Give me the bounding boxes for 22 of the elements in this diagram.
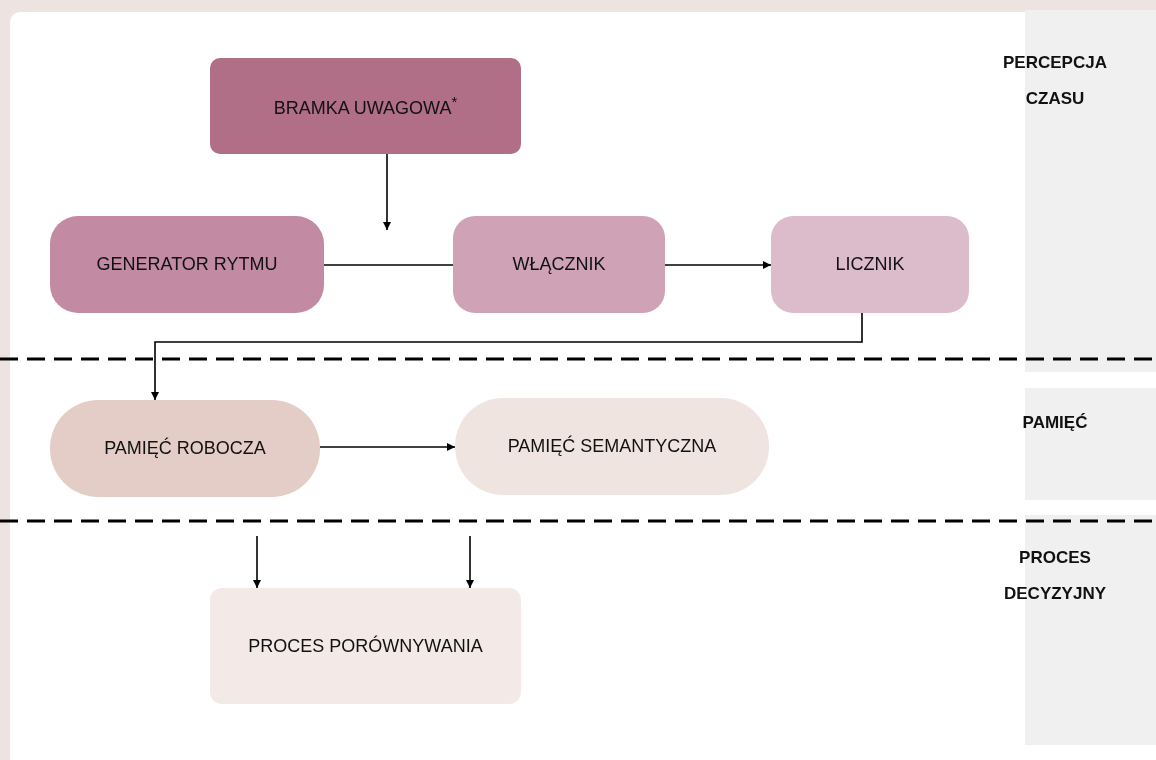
node-label: BRAMKA UWAGOWA$^{*}$ xyxy=(273,93,458,119)
process-box xyxy=(453,216,665,313)
connector-line xyxy=(323,264,454,266)
node-label: PROCES PORÓWNYWANIA xyxy=(248,635,483,657)
node-label: WŁĄCZNIK xyxy=(512,254,606,275)
section-label: PERCEPCJA CZASU xyxy=(1002,52,1108,110)
section-label: PROCES DECYZYJNY xyxy=(1003,547,1107,605)
arrow xyxy=(466,535,474,589)
process-box xyxy=(210,588,521,704)
arrow xyxy=(319,443,456,451)
process-box xyxy=(771,216,969,313)
section-label: PAMIĘĆ xyxy=(1021,412,1089,434)
node-label: GENERATOR RYTMU xyxy=(96,254,278,275)
arrow xyxy=(151,312,863,401)
node-label: PAMIĘĆ ROBOCZA xyxy=(104,438,266,459)
node-label: PAMIĘĆ SEMANTYCZNA xyxy=(507,436,717,457)
arrow xyxy=(383,153,391,231)
arrow xyxy=(664,261,772,269)
process-box xyxy=(50,216,324,313)
node-label: LICZNIK xyxy=(835,254,905,275)
arrow xyxy=(253,535,261,589)
process-box xyxy=(210,58,521,154)
